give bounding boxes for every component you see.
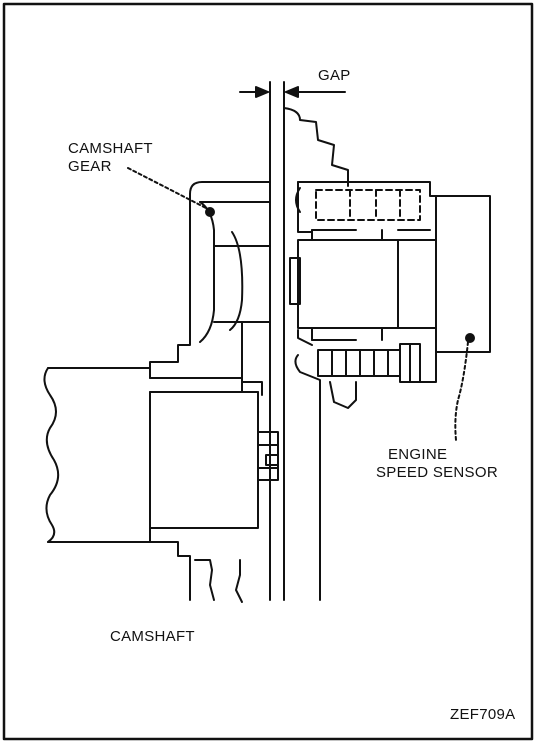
gap-dimension [239, 81, 346, 601]
camshaft [43, 367, 259, 603]
camshaft-gear [149, 181, 271, 396]
engine-speed-sensor-label-line2: SPEED SENSOR [376, 464, 498, 481]
figure-code: ZEF709A [450, 706, 516, 723]
camshaft-gear-label-line1: CAMSHAFT [68, 140, 153, 157]
figure-border [2, 2, 534, 741]
gap-label: GAP [318, 67, 351, 84]
camshaft-bolt [257, 431, 279, 481]
leader-engine-speed-sensor [454, 333, 475, 441]
hidden-bolt [315, 189, 421, 221]
camshaft-gear-label-line2: GEAR [68, 158, 112, 175]
engine-speed-sensor-label-line1: ENGINE [388, 446, 448, 463]
engine-speed-sensor [289, 181, 491, 383]
sensor-bolt [317, 343, 421, 383]
cover-plate [283, 107, 357, 601]
leader-camshaft-gear [127, 167, 215, 217]
camshaft-label: CAMSHAFT [110, 628, 195, 645]
